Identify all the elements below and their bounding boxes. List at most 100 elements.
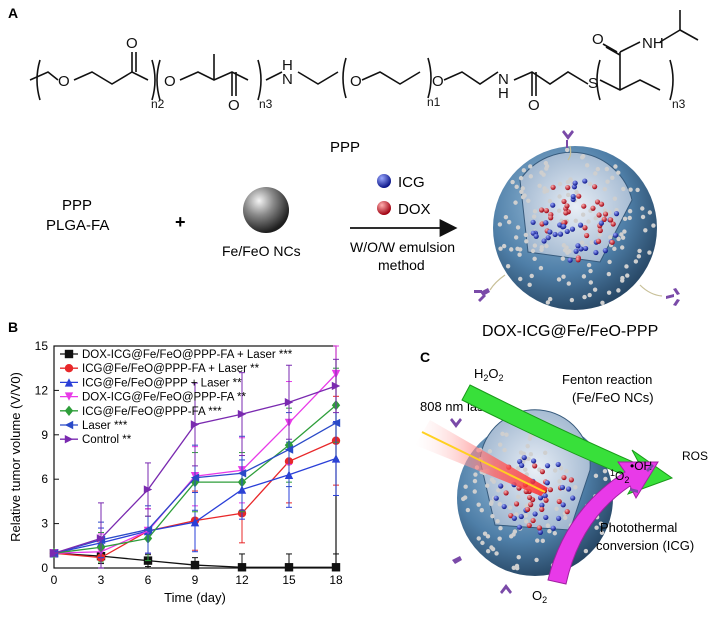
dox-molecule — [596, 212, 602, 218]
surface-bead — [651, 223, 656, 228]
icg-molecule — [537, 495, 544, 501]
surface-bead — [608, 235, 613, 240]
surface-bead — [593, 216, 598, 221]
svg-text:O: O — [350, 73, 362, 90]
icg-molecule — [569, 226, 576, 232]
surface-bead — [636, 254, 642, 259]
svg-text:NH: NH — [642, 35, 664, 52]
photothermal-arrow — [547, 461, 659, 585]
legend-entry: ICG@Fe/FeO@PPP + Laser ** — [82, 377, 242, 389]
surface-bead — [479, 508, 484, 513]
surface-bead — [476, 536, 481, 541]
surface-bead — [500, 431, 505, 437]
surface-bead — [543, 450, 548, 456]
surface-bead — [585, 163, 590, 168]
surface-bead — [564, 468, 569, 474]
icg-molecule — [543, 220, 549, 226]
dox-molecule — [532, 463, 538, 469]
surface-bead — [556, 208, 562, 213]
svg-text:n3: n3 — [672, 97, 686, 111]
surface-bead — [485, 548, 491, 554]
dox-molecule — [548, 215, 554, 221]
surface-bead — [544, 166, 549, 171]
surface-bead — [485, 534, 491, 539]
surface-bead — [545, 300, 551, 305]
icg-molecule — [555, 461, 561, 468]
surface-bead — [518, 450, 524, 455]
legend-entry: DOX-ICG@Fe/FeO@PPP-FA ** — [82, 392, 246, 404]
surface-bead — [538, 265, 544, 271]
reactant-plga-fa: PLGA-FA — [46, 217, 109, 234]
surface-bead — [462, 495, 468, 500]
icg-molecule — [612, 232, 619, 238]
surface-bead — [602, 187, 607, 192]
panel-letter-c: C — [420, 349, 430, 365]
dox-molecule — [608, 217, 614, 223]
data-point — [284, 563, 294, 572]
data-point — [237, 563, 247, 572]
series-6 — [49, 358, 341, 569]
data-point — [237, 409, 247, 419]
nanoparticle-a — [474, 130, 680, 310]
svg-text:N: N — [498, 71, 509, 88]
icg-molecule — [570, 495, 576, 501]
data-point — [64, 435, 74, 444]
surface-bead — [465, 507, 471, 513]
surface-bead — [567, 249, 572, 254]
dox-molecule — [595, 238, 602, 244]
surface-bead — [526, 198, 531, 204]
svg-text:n2: n2 — [151, 97, 165, 111]
surface-bead — [616, 236, 621, 242]
dox-molecule — [598, 201, 605, 207]
surface-bead — [640, 206, 645, 211]
surface-bead — [628, 187, 633, 192]
svg-text:O: O — [528, 97, 540, 114]
icg-molecule — [582, 178, 588, 184]
singlet-oxygen-label: 1O2 — [610, 468, 629, 485]
surface-bead — [586, 262, 592, 268]
surface-bead — [582, 294, 587, 300]
icg-molecule — [545, 235, 551, 241]
x-tick-label: 3 — [98, 573, 105, 587]
legend-entry: DOX-ICG@Fe/FeO@PPP-FA + Laser *** — [82, 349, 293, 361]
surface-bead — [542, 189, 547, 194]
icg-molecule — [530, 219, 536, 225]
dox-molecule — [584, 232, 590, 239]
surface-bead — [524, 519, 529, 524]
surface-bead — [586, 219, 591, 224]
icg-molecule — [577, 222, 584, 228]
surface-bead — [491, 479, 496, 484]
surface-bead — [530, 248, 536, 254]
surface-bead — [600, 300, 605, 305]
data-point — [190, 420, 200, 429]
icg-molecule — [550, 525, 556, 531]
svg-text:O: O — [58, 73, 70, 90]
surface-bead — [606, 290, 612, 295]
surface-bead — [515, 466, 521, 471]
nc-label: Fe/FeO NCs — [222, 243, 301, 259]
surface-bead — [512, 529, 518, 534]
surface-bead — [539, 170, 544, 175]
surface-bead — [561, 274, 566, 279]
surface-bead — [605, 179, 610, 184]
surface-bead — [647, 250, 652, 255]
chart-legend: DOX-ICG@Fe/FeO@PPP-FA + Laser *** ICG@Fe/… — [60, 349, 293, 446]
icg-molecule — [561, 223, 567, 230]
surface-bead — [606, 271, 612, 277]
icg-molecule — [542, 493, 548, 499]
surface-bead — [621, 186, 626, 192]
surface-bead — [624, 264, 629, 269]
icg-molecule — [557, 231, 564, 237]
data-point — [190, 560, 200, 570]
dox-molecule — [527, 494, 533, 501]
dox-molecule — [561, 474, 567, 481]
icg-molecule — [544, 480, 550, 486]
dox-molecule — [609, 239, 615, 245]
icg-molecule — [519, 462, 525, 469]
icg-molecule — [532, 511, 538, 517]
icg-molecule — [567, 257, 573, 263]
data-point — [64, 349, 74, 359]
data-point — [64, 392, 74, 401]
y-tick-label: 15 — [35, 339, 49, 353]
